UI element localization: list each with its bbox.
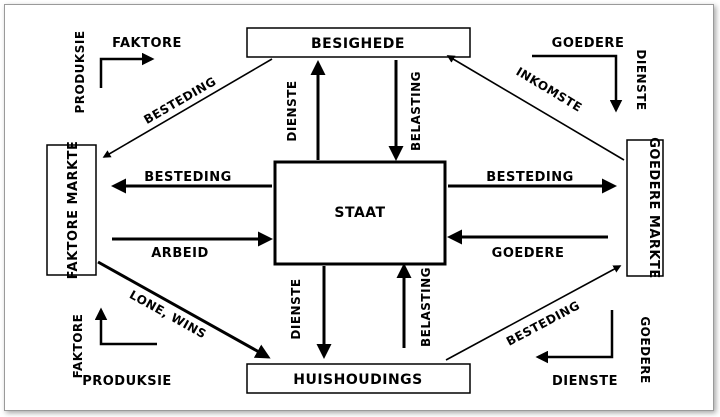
- label-dienste-top: DIENSTE: [285, 80, 299, 141]
- corner-arrow-bottom-right: [535, 310, 614, 364]
- besighede-box: BESIGHEDE: [246, 27, 471, 58]
- arrow-goedere-to-besighede: [446, 55, 625, 161]
- corner-arrow-top-left: [99, 52, 155, 88]
- label-besteding-right: BESTEDING: [486, 170, 574, 185]
- label-lone-wins: LONE, WINS: [127, 288, 209, 342]
- goedere-markte-box: GOEDERE MARKTE: [626, 137, 664, 279]
- label-inkomste: INKOMSTE: [514, 64, 585, 114]
- label-besteding-left: BESTEDING: [144, 170, 232, 185]
- goedere-markte-label: GOEDERE MARKTE: [646, 137, 661, 279]
- label-arbeid: ARBEID: [151, 246, 209, 261]
- faktore-markte-box: FAKTORE MARKTE: [46, 141, 97, 280]
- staat-box: STAAT: [273, 160, 447, 266]
- arrow-faktore-to-huishoudings: [97, 260, 271, 359]
- label-besteding-diag-top-left: BESTEDING: [141, 74, 218, 127]
- label-besteding-diag-bottom-right: BESTEDING: [504, 298, 582, 348]
- label-produksie-top-left: PRODUKSIE: [73, 30, 87, 113]
- label-dienste-top-right: DIENSTE: [634, 49, 648, 110]
- arrow-besighede-to-faktore: [102, 58, 273, 158]
- corner-arrow-bottom-left: [94, 307, 157, 346]
- label-faktore-bottom-left: FAKTORE: [71, 314, 85, 379]
- huishoudings-box: HUISHOUDINGS: [246, 363, 471, 394]
- huishoudings-label: HUISHOUDINGS: [293, 372, 422, 388]
- besighede-label: BESIGHEDE: [311, 36, 405, 52]
- corner-arrow-top-right: [532, 54, 623, 113]
- label-dienste-bottom: DIENSTE: [289, 278, 303, 339]
- arrow-huishoudings-to-goedere: [445, 265, 622, 361]
- staat-label: STAAT: [334, 205, 385, 221]
- faktore-markte-label: FAKTORE MARKTE: [66, 141, 81, 280]
- label-belasting-top: BELASTING: [409, 71, 423, 151]
- label-produksie-bottom-left: PRODUKSIE: [82, 374, 172, 389]
- label-goedere-right: GOEDERE: [492, 246, 565, 261]
- label-goedere-bottom-right: GOEDERE: [638, 316, 652, 383]
- label-goedere-top-right: GOEDERE: [552, 36, 625, 51]
- label-faktore-top-left: FAKTORE: [112, 36, 182, 51]
- label-belasting-bottom: BELASTING: [419, 267, 433, 347]
- label-dienste-bottom-right: DIENSTE: [552, 374, 618, 389]
